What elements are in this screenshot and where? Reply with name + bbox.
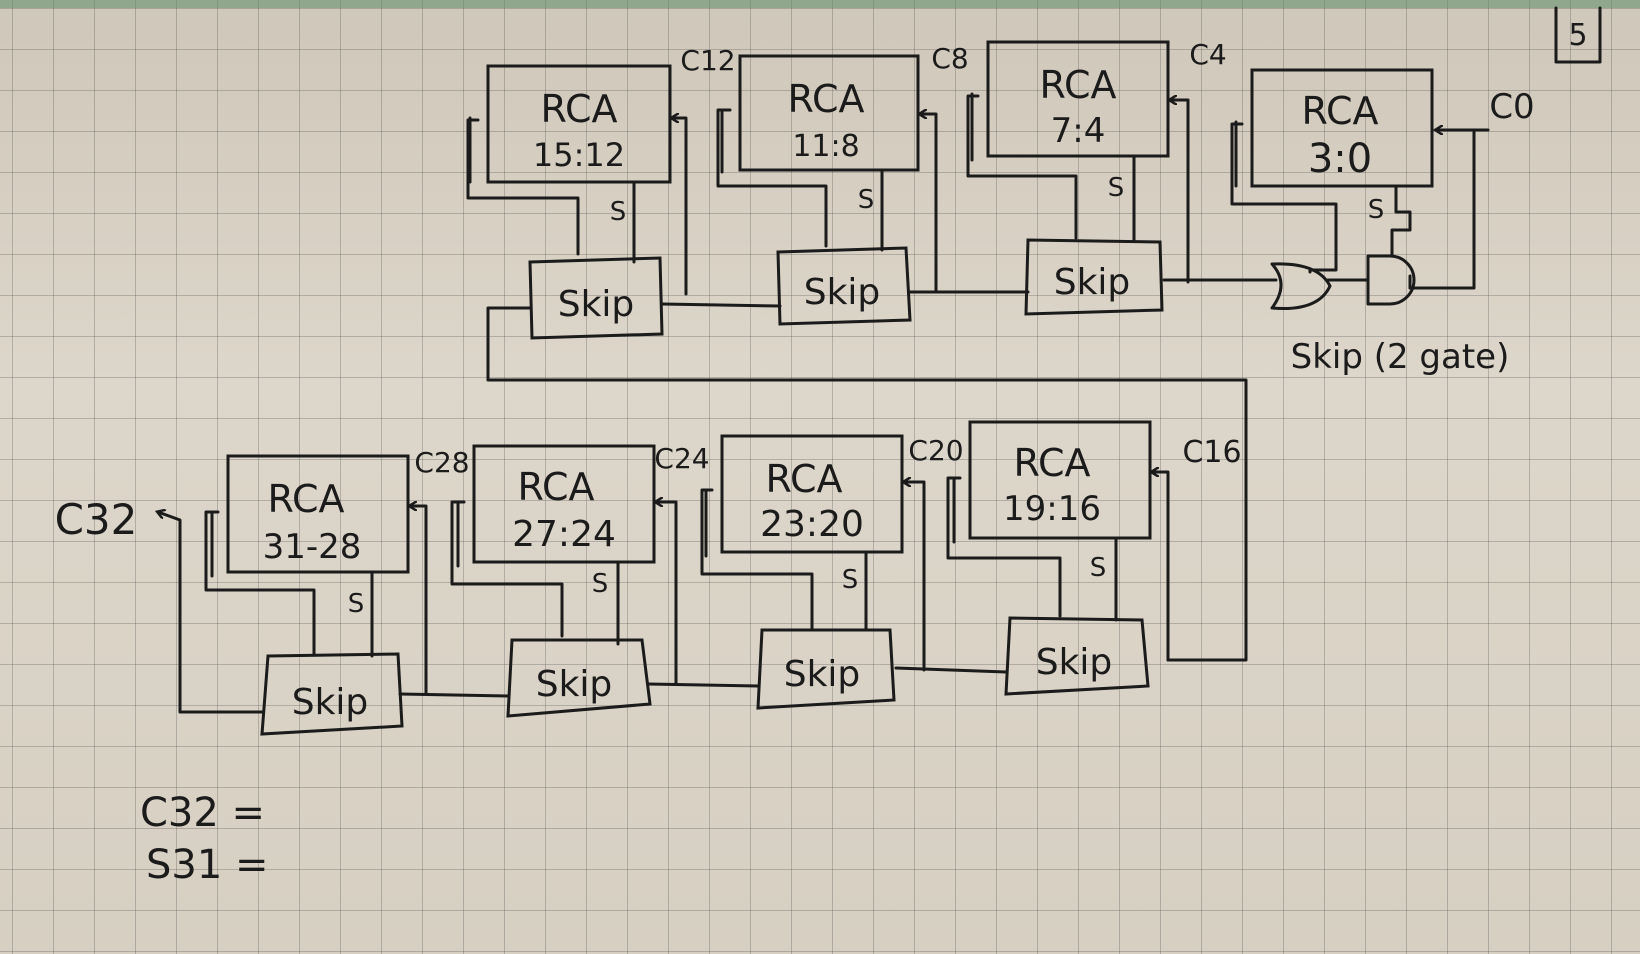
rca-range: 19:16 bbox=[1003, 489, 1101, 529]
sum-label: S bbox=[348, 589, 365, 619]
rca-range: 7:4 bbox=[1051, 111, 1106, 151]
rca-title: RCA bbox=[267, 477, 344, 521]
rca-title: RCA bbox=[787, 77, 864, 121]
rca-block-3-0: RCA 3:0 S C0 bbox=[1230, 68, 1535, 260]
rca-range: 23:20 bbox=[760, 504, 864, 545]
rca-block-15-12: RCA 15:12 S C12 bbox=[466, 44, 736, 264]
bottom-carry-chain: C32 bbox=[55, 472, 1170, 714]
sum-label: S bbox=[610, 197, 627, 227]
rca-title: RCA bbox=[517, 465, 594, 509]
top-carry-chain bbox=[486, 100, 1248, 662]
carry-out-c32-label: C32 bbox=[55, 495, 138, 544]
carry-label: C24 bbox=[654, 442, 709, 475]
skip-block-27-24: Skip bbox=[506, 638, 652, 718]
carry-label: C28 bbox=[414, 446, 469, 479]
carry-out-label: C12 bbox=[680, 44, 735, 77]
sum-label: S bbox=[1108, 173, 1125, 203]
carry-in-c0-wire bbox=[1408, 130, 1490, 290]
and-gate bbox=[1366, 254, 1416, 306]
rca-range: 31-28 bbox=[263, 527, 362, 567]
skip-label: Skip bbox=[292, 682, 369, 723]
rca-title: RCA bbox=[1013, 441, 1090, 485]
page-number: 5 bbox=[1568, 18, 1587, 53]
sum-label: S bbox=[858, 185, 875, 215]
notes: C32 = S31 = bbox=[140, 790, 269, 888]
sum-label: S bbox=[592, 569, 609, 599]
carry-label: C20 bbox=[908, 434, 963, 467]
rca-block-27-24: RCA 27:24 S C24 bbox=[450, 442, 710, 646]
rca-title: RCA bbox=[1039, 63, 1116, 107]
rca-title: RCA bbox=[540, 87, 617, 131]
rca-block-23-20: RCA 23:20 S C20 bbox=[700, 434, 964, 632]
rca-block-19-16: RCA 19:16 S C16 bbox=[946, 420, 1242, 622]
carry-in-label: C0 bbox=[1489, 87, 1534, 127]
skip-2-gate-logic: Skip (2 gate) bbox=[1162, 254, 1510, 377]
rca-block-31-28: RCA 31-28 S C28 bbox=[204, 446, 470, 658]
skip-label: Skip bbox=[784, 654, 861, 695]
carry-out-label: C8 bbox=[931, 42, 968, 75]
top-rule bbox=[0, 0, 1640, 8]
carry-label: C16 bbox=[1182, 435, 1241, 470]
carry-out-label: C4 bbox=[1189, 38, 1226, 71]
rca-title: RCA bbox=[1301, 89, 1378, 133]
rca-range: 27:24 bbox=[512, 514, 616, 555]
rca-range: 3:0 bbox=[1308, 136, 1372, 182]
skip-block-31-28: Skip bbox=[260, 652, 404, 736]
skip-block-23-20: Skip bbox=[756, 628, 896, 710]
rca-title: RCA bbox=[765, 457, 842, 501]
sum-label: S bbox=[842, 565, 859, 595]
skip-2-gate-note: Skip (2 gate) bbox=[1291, 337, 1510, 377]
page-number-box: 5 bbox=[1554, 6, 1602, 64]
sum-label: S bbox=[1090, 553, 1107, 583]
skip-block-11-8: Skip bbox=[776, 246, 912, 326]
skip-block-15-12: Skip bbox=[528, 256, 664, 340]
rca-range: 15:12 bbox=[533, 136, 625, 174]
skip-block-19-16: Skip bbox=[1004, 616, 1150, 696]
skip-label: Skip bbox=[1036, 642, 1113, 683]
skip-label: Skip bbox=[1054, 262, 1131, 303]
skip-block-7-4: Skip bbox=[1024, 238, 1164, 316]
rca-range: 11:8 bbox=[792, 129, 859, 164]
skip-label: Skip bbox=[558, 284, 635, 325]
sum-label: S bbox=[1368, 195, 1385, 225]
skip-label: Skip bbox=[536, 664, 613, 705]
skip-label: Skip bbox=[804, 272, 881, 313]
or-gate bbox=[1270, 262, 1332, 311]
note-c32: C32 = bbox=[140, 790, 265, 836]
note-s31: S31 = bbox=[146, 842, 269, 888]
rca-block-11-8: RCA 11:8 S C8 bbox=[716, 42, 969, 252]
